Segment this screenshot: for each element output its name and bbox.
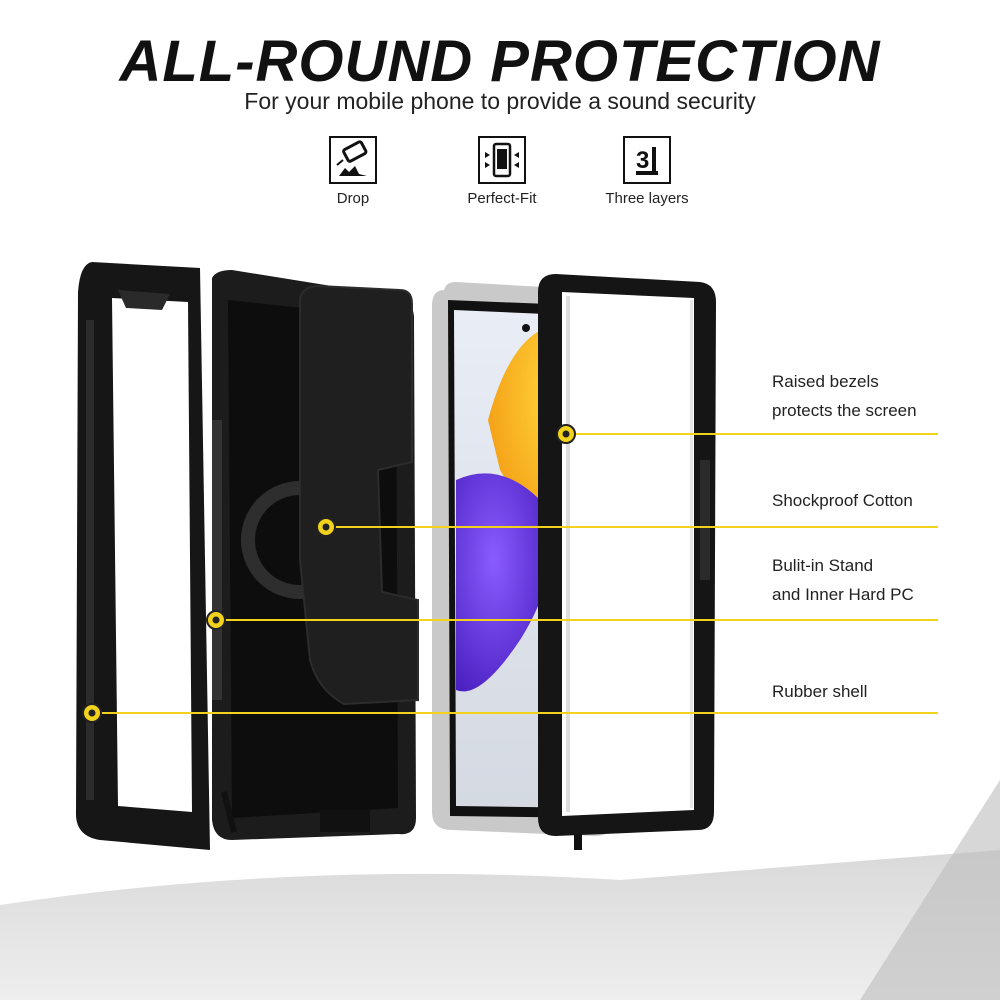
callout-shockproof: Shockproof Cotton	[772, 486, 913, 515]
callout-stand: Bulit-in Stand and Inner Hard PC	[772, 551, 914, 609]
callout-raised-bezels-line1: Raised bezels	[772, 372, 879, 391]
page-title: ALL-ROUND PROTECTION	[119, 29, 881, 94]
drop-icon	[329, 136, 377, 184]
perfect-fit-icon	[478, 136, 526, 184]
callout-rubber: Rubber shell	[772, 677, 867, 706]
floor-backdrop	[0, 780, 1000, 1000]
callout-stand-line2: and Inner Hard PC	[772, 585, 914, 604]
shockproof-cotton	[299, 284, 419, 706]
svg-text:3: 3	[636, 147, 649, 174]
callout-shockproof-line1: Shockproof Cotton	[772, 491, 913, 510]
callout-stand-line1: Bulit-in Stand	[772, 556, 874, 575]
feature-perfect-fit: Perfect-Fit	[432, 136, 572, 207]
page-subtitle: For your mobile phone to provide a sound…	[244, 88, 756, 114]
feature-perfect-fit-label: Perfect-Fit	[467, 190, 537, 207]
feature-drop-label: Drop	[336, 190, 370, 207]
feature-drop: Drop	[283, 136, 423, 207]
callout-lines	[92, 433, 938, 714]
rubber-shell	[75, 262, 210, 850]
three-layers-icon: 3	[623, 136, 671, 184]
callout-raised-bezels: Raised bezels protects the screen	[772, 367, 917, 425]
callout-raised-bezels-line2: protects the screen	[772, 401, 917, 420]
callout-rubber-line1: Rubber shell	[772, 682, 868, 701]
feature-three-layers: 3 Three layers	[577, 136, 717, 207]
feature-three-layers-label: Three layers	[605, 190, 689, 207]
raised-bezel-frame	[538, 274, 716, 850]
callout-dots	[82, 424, 576, 723]
